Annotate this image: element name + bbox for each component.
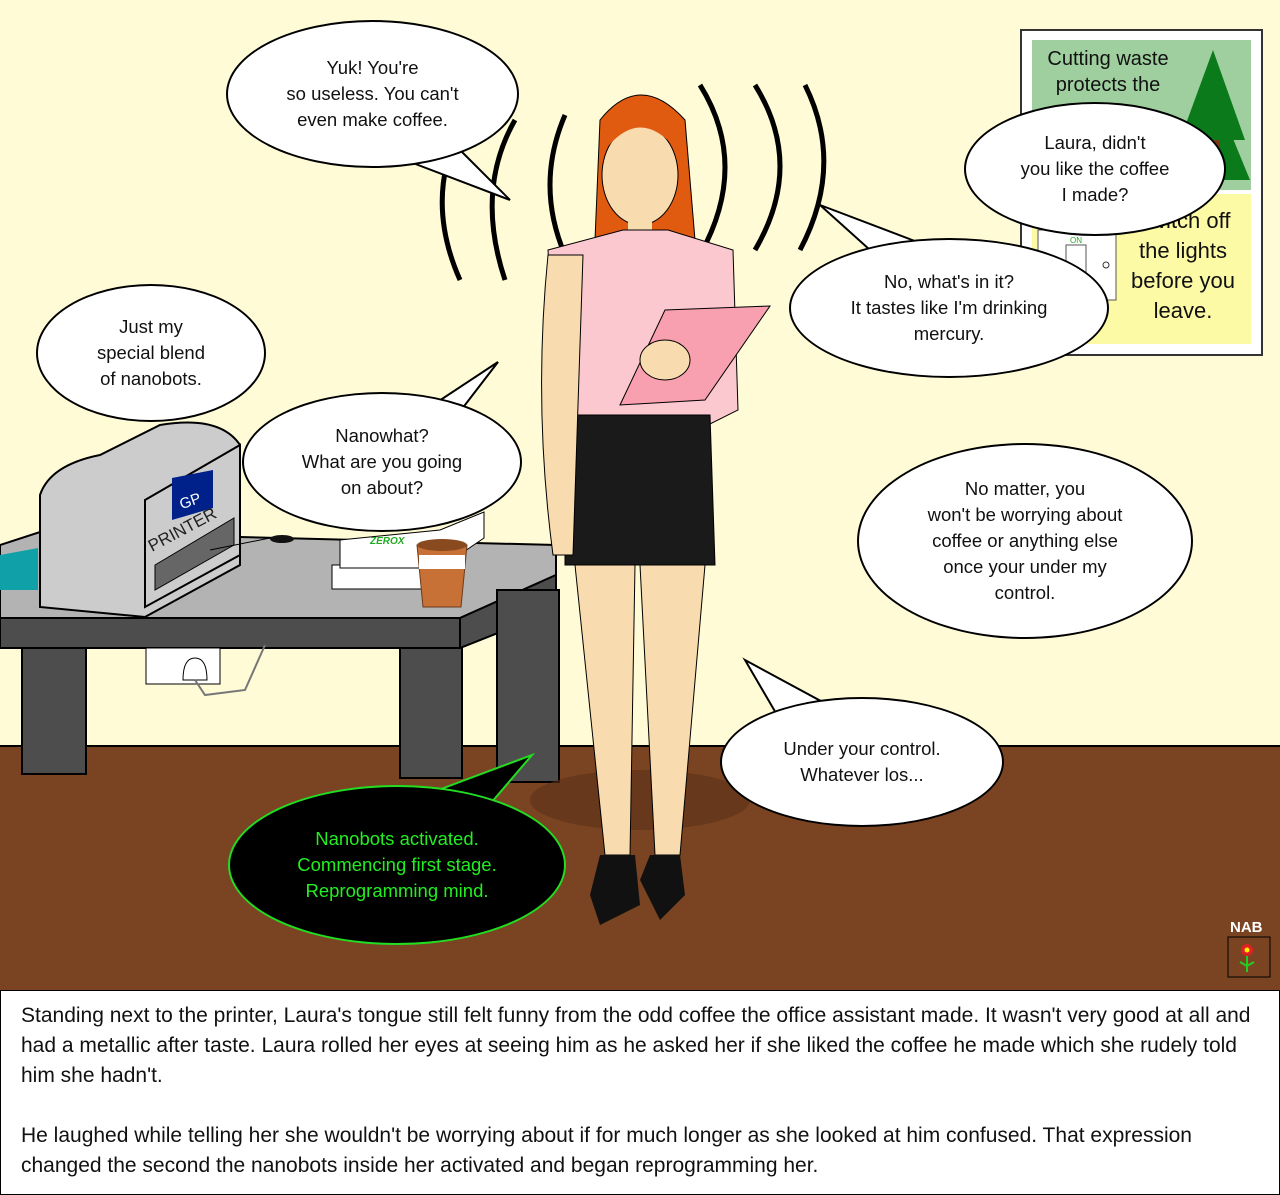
speech-bubble-nanowhat: Nanowhat? What are you going on about? bbox=[242, 392, 522, 532]
printer: GP PRINTER bbox=[39, 421, 294, 619]
speech-bubble-no-matter: No matter, you won't be worrying about c… bbox=[857, 443, 1193, 639]
caption-paragraph-2: He laughed while telling her she wouldn'… bbox=[21, 1124, 1192, 1177]
box-label: ZEROX bbox=[369, 536, 406, 547]
signature-text: NAB bbox=[1230, 919, 1263, 936]
speech-bubble-under-control: Under your control. Whatever los... bbox=[720, 697, 1004, 827]
coffee-cup bbox=[416, 539, 468, 608]
woman-laura bbox=[530, 94, 771, 925]
speech-bubble-special-blend: Just my special blend of nanobots. bbox=[36, 284, 266, 422]
comic-panel: ON GP PRINTER ZEROX bbox=[0, 0, 1280, 990]
switch-label: ON bbox=[1070, 236, 1082, 245]
speech-bubble-yuk: Yuk! You're so useless. You can't even m… bbox=[226, 20, 519, 168]
poster-top-text: Cutting waste protects the bbox=[1047, 48, 1169, 96]
speech-bubble-nanobots-activated: Nanobots activated. Commencing first sta… bbox=[228, 785, 566, 945]
printer-logo: GP bbox=[177, 490, 203, 513]
nab-signature: NAB bbox=[1227, 919, 1271, 978]
caption-paragraph-1: Standing next to the printer, Laura's to… bbox=[21, 1004, 1251, 1087]
speech-bubble-laura-didnt: Laura, didn't you like the coffee I made… bbox=[964, 102, 1226, 236]
speech-bubble-whats-in-it: No, what's in it? It tastes like I'm dri… bbox=[789, 238, 1109, 378]
caption-box: Standing next to the printer, Laura's to… bbox=[0, 990, 1280, 1195]
